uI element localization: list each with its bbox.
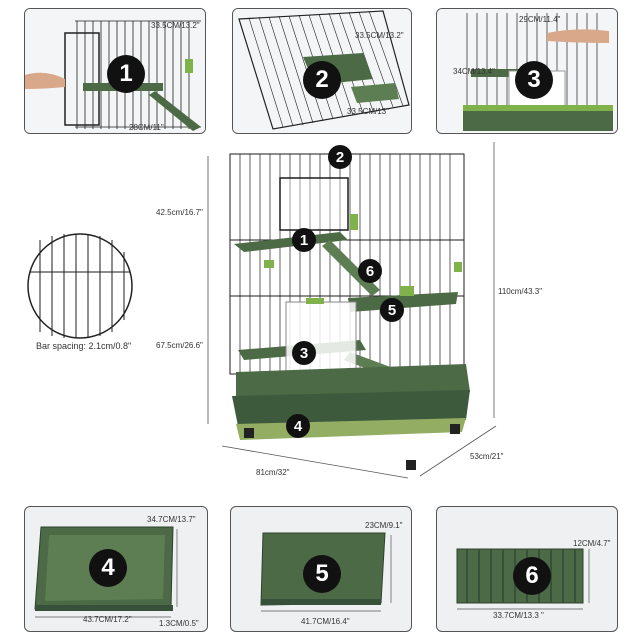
dim-ramp-width: 12CM/4.7" bbox=[573, 539, 611, 548]
dim-top-width: 33.5CM/13.2" bbox=[151, 21, 200, 30]
cage-door-photo-1 bbox=[25, 9, 205, 133]
photo-panel-1: 1 33.5CM/13.2" 28CM/11" bbox=[24, 8, 206, 134]
part-callout-5: 5 bbox=[303, 555, 341, 593]
main-callout-2: 2 bbox=[328, 145, 352, 169]
dim-tray-depth: 34.7CM/13.7" bbox=[147, 515, 196, 524]
part-panel-4: 4 34.7CM/13.7" 43.7CM/17.2" 1.3CM/0.5" bbox=[24, 506, 208, 632]
dim-shelf-length: 41.7CM/16.4" bbox=[301, 617, 350, 626]
photo-panel-3: 3 29CM/11.4" 34CM/13.4" bbox=[436, 8, 618, 134]
dim-top-length: 33.5CM/13.2" bbox=[355, 31, 404, 40]
dim-upper-height: 42.5cm/16.7" bbox=[156, 208, 203, 217]
dim-top-depth: 33.5CM/13" bbox=[347, 107, 389, 116]
callout-1: 1 bbox=[107, 55, 145, 93]
dim-total-height: 110cm/43.3" bbox=[498, 287, 543, 296]
main-callout-3: 3 bbox=[292, 341, 316, 365]
photo-panel-2: 2 33.5CM/13.2" 33.5CM/13" bbox=[232, 8, 412, 134]
dim-shelf-length: 28CM/11" bbox=[129, 123, 164, 132]
dim-tray-length: 43.7CM/17.2" bbox=[83, 615, 132, 624]
dim-cage-width: 81cm/32" bbox=[256, 468, 290, 477]
dim-tray-height: 1.3CM/0.5" bbox=[159, 619, 199, 628]
main-callout-1: 1 bbox=[292, 228, 316, 252]
callout-3: 3 bbox=[515, 61, 553, 99]
callout-2: 2 bbox=[303, 61, 341, 99]
part-callout-4: 4 bbox=[89, 549, 127, 587]
part-panel-5: 5 23CM/9.1" 41.7CM/16.4" bbox=[230, 506, 412, 632]
main-callout-4: 4 bbox=[286, 414, 310, 438]
part-panel-6: 6 12CM/4.7" 33.7CM/13.3 " bbox=[436, 506, 618, 632]
main-callout-5: 5 bbox=[380, 298, 404, 322]
main-callout-6: 6 bbox=[358, 259, 382, 283]
dim-ramp-length: 33.7CM/13.3 " bbox=[493, 611, 544, 620]
dim-shelf-depth: 23CM/9.1" bbox=[365, 521, 403, 530]
dim-cage-depth: 53cm/21" bbox=[470, 452, 504, 461]
dim-door-height: 34CM/13.4" bbox=[453, 67, 495, 76]
bar-spacing-label: Bar spacing: 2.1cm/0.8" bbox=[36, 341, 132, 351]
dim-lower-height: 67.5cm/26.6" bbox=[156, 341, 203, 350]
part-callout-6: 6 bbox=[513, 557, 551, 595]
dim-door-width: 29CM/11.4" bbox=[519, 15, 561, 24]
